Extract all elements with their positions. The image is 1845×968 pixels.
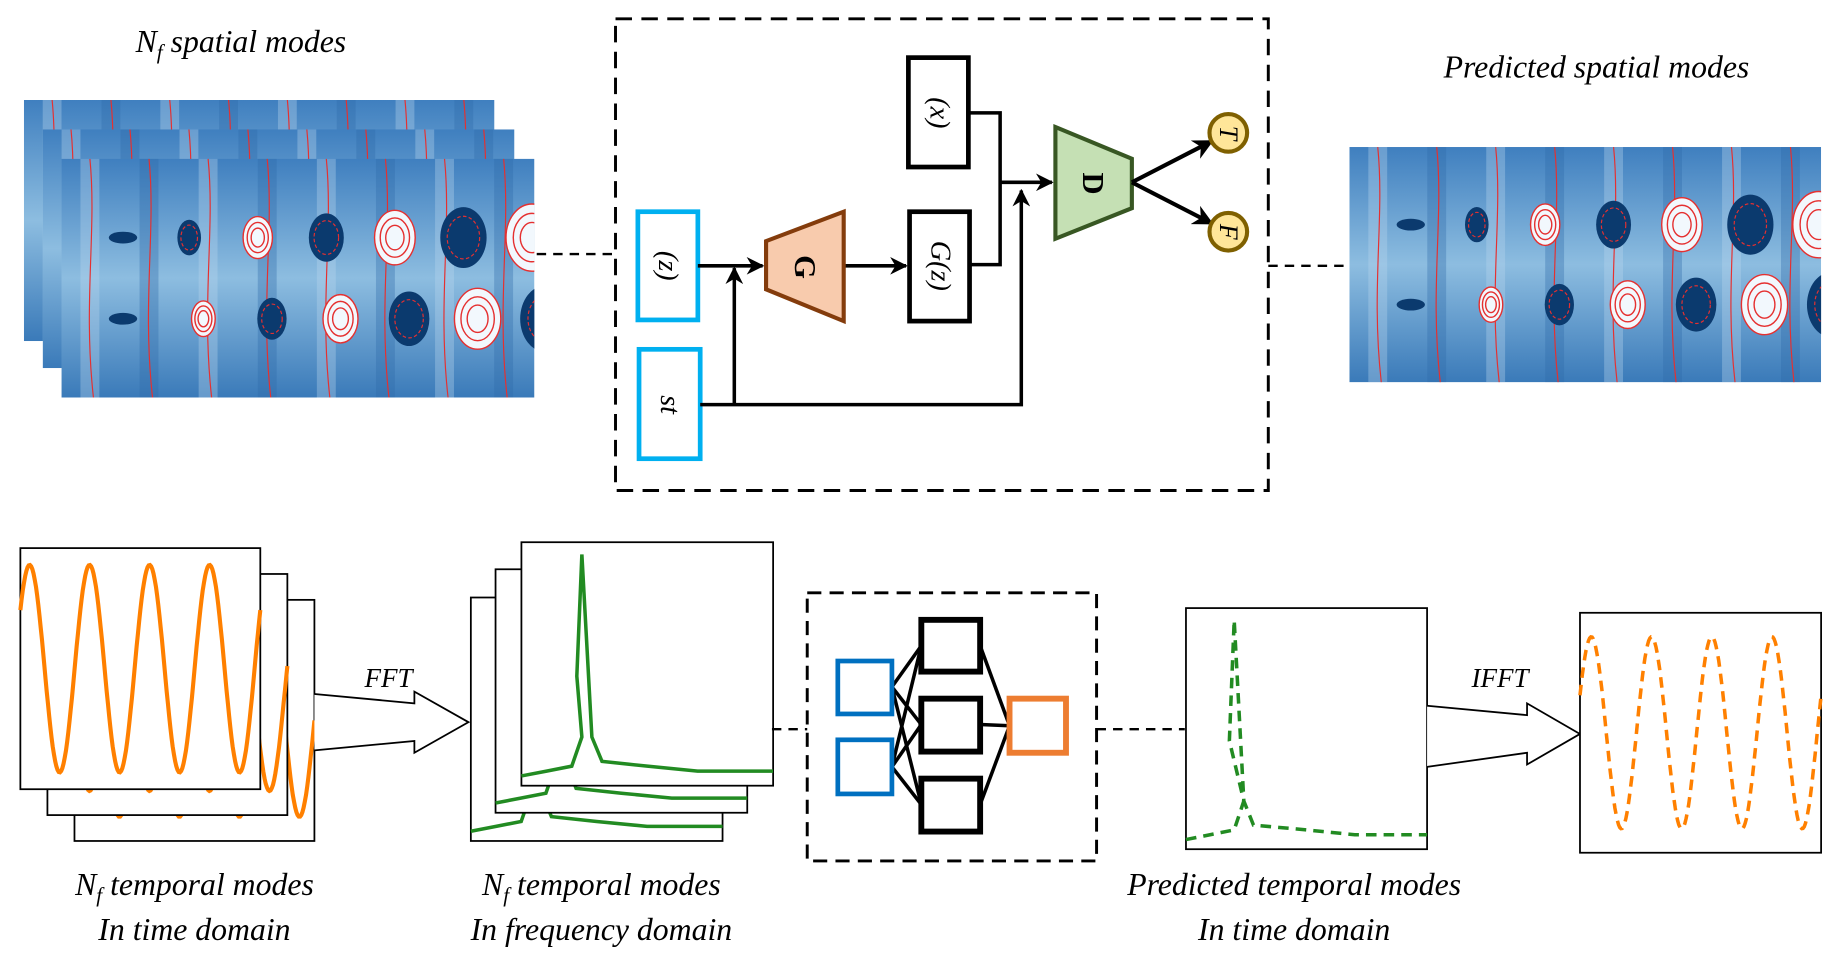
nn-edge [890,765,923,806]
true-output-node [1207,112,1250,154]
real-sample-box [906,55,971,170]
predicted-time-plot [1578,611,1823,854]
neural-network-block [805,591,1099,863]
nn-edge [980,722,1010,728]
nn-edge [978,725,1012,806]
predicted-frequency-plot [1185,607,1428,851]
nn-hidden-node [918,775,984,835]
nn-edge [890,645,924,768]
spectrum-line [1185,620,1428,842]
fft-label: FFT [363,663,414,693]
predicted-time-domain-label: In time domain [1197,912,1390,947]
temporal-modes-time-stack [18,547,317,842]
true-output-label: T [1214,126,1243,142]
nn-input-node [835,658,895,717]
fft-arrow [314,690,471,755]
noise-input-label: (z) [652,251,683,281]
time-modes-label: Nf temporal modes [74,867,314,907]
predicted-spatial-mode [1349,147,1822,383]
nn-dashed-border [805,591,1099,863]
spatial-modes-stack [23,99,535,398]
ifft-label: IFFT [1470,663,1530,693]
gan-dashed-border [614,17,1270,492]
nn-hidden-node [918,616,984,675]
spatial-modes-title: Nf spatial modes [135,24,347,64]
nn-edge [890,644,923,688]
noise-input-box [635,209,701,323]
plot-panel [1185,607,1428,851]
time-series-line [1578,634,1823,831]
generator-label: G [788,255,822,279]
ifft-arrow [1426,701,1582,768]
spectrum-line [521,554,774,778]
time-series-line [18,562,263,775]
generated-sample-label: G(z) [925,241,956,291]
nn-input-node [835,737,895,797]
freq-modes-label: Nf temporal modes [481,867,721,907]
nn-edge [978,645,1012,727]
discriminator-label: D [1076,172,1110,194]
generated-sample-box [907,209,972,324]
nn-output-node [1006,695,1069,756]
plot-panel [1578,611,1823,854]
frequency-domain-label: In frequency domain [470,912,733,947]
time-domain-label: In time domain [97,912,290,947]
false-output-node [1207,210,1250,253]
nn-edge [890,723,923,768]
generator-shape [764,208,846,325]
plot-panel [520,541,775,787]
discriminator-shape [1053,123,1134,242]
nn-hidden-node [918,695,984,755]
plot-panel [18,547,263,791]
gan-block: (z) st G G(z) (x) D T F [614,17,1270,492]
st-input-label: st [654,395,685,415]
spatial-mode-heatmap [1349,147,1822,383]
real-sample-label: (x) [923,97,954,128]
predicted-spatial-title: Predicted spatial modes [1443,50,1750,85]
predicted-temporal-label: Predicted temporal modes [1126,867,1461,902]
false-output-label: F [1214,223,1243,241]
temporal-modes-frequency-stack [469,541,775,842]
spatial-mode-heatmap [61,158,535,398]
